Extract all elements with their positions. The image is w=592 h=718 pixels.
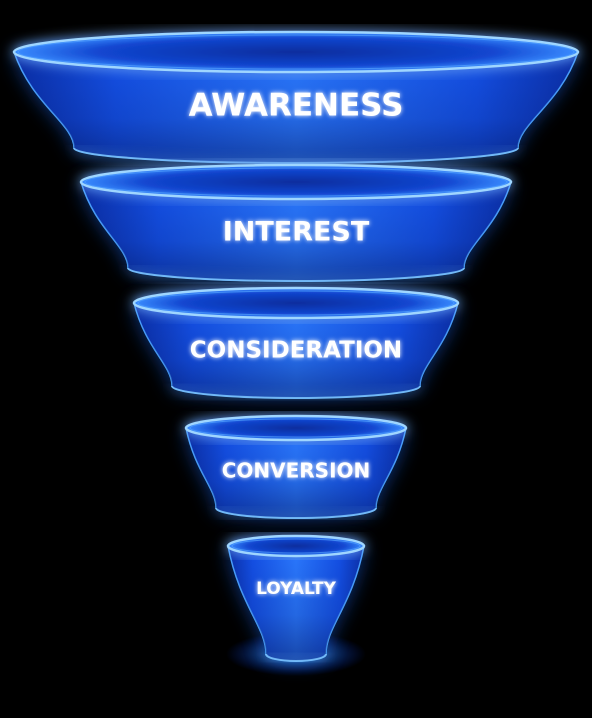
stage-inner-rim (231, 538, 361, 554)
stage-body-shade (81, 182, 511, 281)
stage-inner-rim (137, 290, 455, 316)
funnel-stage-interest: INTEREST (79, 163, 513, 282)
funnel-stage-awareness: AWARENESS (12, 30, 580, 164)
stage-top-rim (12, 30, 580, 74)
stage-inner-rim (84, 167, 508, 197)
stage-top-rim (226, 534, 366, 558)
stage-bottom-rim (73, 147, 519, 164)
stage-bottom-rim (215, 507, 377, 519)
stage-label: AWARENESS (189, 88, 404, 124)
stage-label: INTEREST (223, 217, 370, 248)
stage-inner-rim (189, 418, 403, 438)
stage-label: CONSIDERATION (190, 338, 402, 364)
stage-body-shade (134, 303, 458, 398)
stage-body-shade (14, 52, 578, 163)
funnel-stage-loyalty: LOYALTY (226, 534, 366, 662)
funnel-stage-consideration: CONSIDERATION (132, 286, 460, 399)
stage-body-shade (228, 546, 364, 661)
stage-label: CONVERSION (222, 459, 371, 483)
stage-inner-rim (17, 34, 575, 70)
stage-bottom-rim (171, 385, 421, 399)
stage-body-shade (186, 428, 406, 518)
stage-label: LOYALTY (256, 579, 337, 599)
stage-top-rim (79, 163, 513, 201)
funnel-stage-conversion: CONVERSION (184, 414, 408, 519)
stage-bottom-rim (265, 653, 327, 662)
stage-top-rim (132, 286, 460, 320)
funnel-stages: AWARENESS INTEREST CONSIDERATION CONVERSION… (12, 30, 580, 662)
stage-top-rim (184, 414, 408, 442)
stage-bottom-rim (127, 267, 465, 282)
